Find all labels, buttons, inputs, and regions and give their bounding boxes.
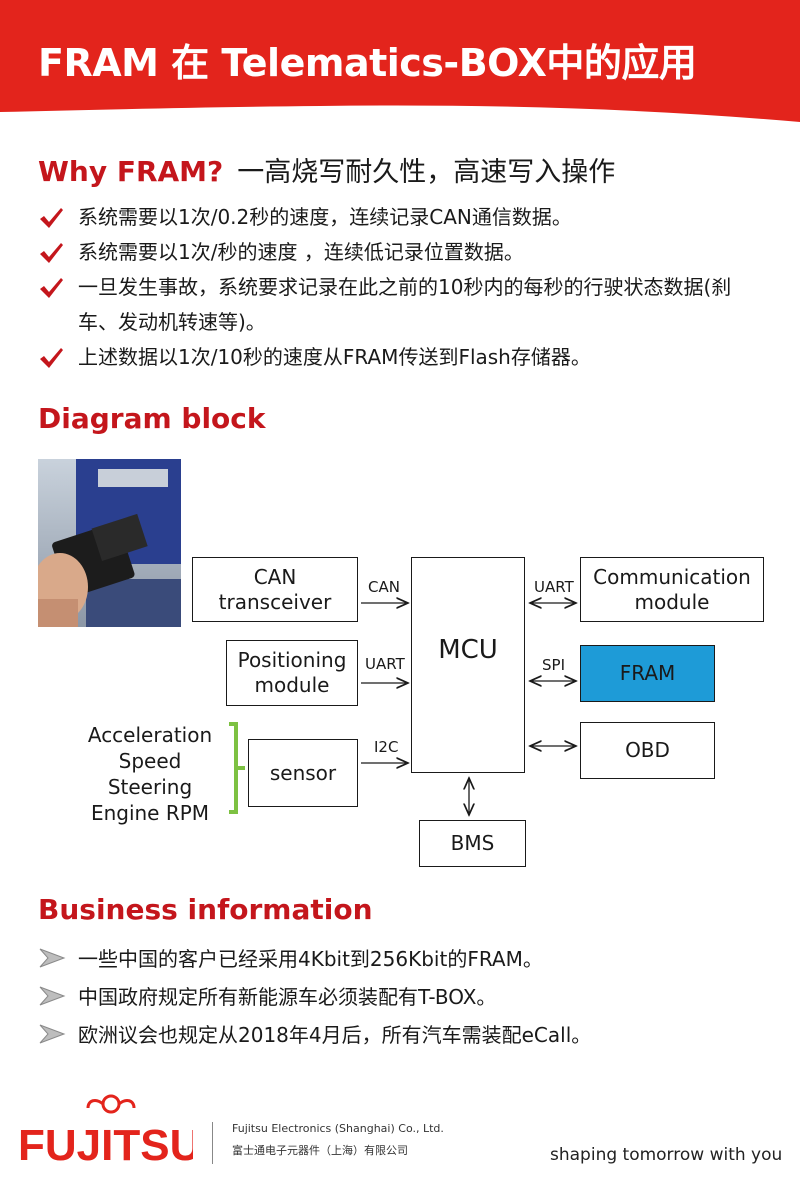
company-name-cn: 富士通电子元器件（上海）有限公司 — [232, 1144, 408, 1157]
signal-label-can: CAN — [368, 578, 400, 596]
checkmark-icon — [40, 208, 63, 228]
footer-divider — [212, 1122, 213, 1164]
sensor-box: sensor — [248, 739, 358, 807]
why-fram-subtitle: 一高烧写耐久性，高速写入操作 — [237, 157, 616, 188]
signal-label-uart-positioning: UART — [365, 655, 405, 673]
positioning-module-box: Positioning module — [226, 640, 358, 706]
slogan: shaping tomorrow with you — [550, 1145, 783, 1165]
list-item-text: 上述数据以1次/10秒的速度从FRAM传送到Flash存储器。 — [78, 345, 591, 369]
why-fram-title: Why FRAM? — [38, 155, 224, 188]
company-info: Fujitsu Electronics (Shanghai) Co., Ltd.… — [232, 1118, 444, 1162]
communication-module-box: Communication module — [580, 557, 764, 622]
sensor-inputs: Acceleration Speed Steering Engine RPM — [80, 722, 220, 826]
input-speed: Speed — [118, 749, 182, 773]
list-item-text: 一旦发生事故，系统要求记录在此之前的10秒内的每秒的行驶状态数据(刹车、发动机转… — [78, 275, 732, 334]
list-item-text: 欧洲议会也规定从2018年4月后，所有汽车需装配eCall。 — [78, 1023, 592, 1047]
checkmark-icon — [40, 243, 63, 263]
checkmark-icon — [40, 278, 63, 298]
signal-label-i2c: I2C — [374, 738, 399, 756]
signal-label-spi: SPI — [542, 656, 565, 674]
list-item: 一旦发生事故，系统要求记录在此之前的10秒内的每秒的行驶状态数据(刹车、发动机转… — [38, 270, 768, 340]
checkmark-icon — [40, 348, 63, 368]
input-steering: Steering — [107, 775, 193, 799]
business-heading: Business information — [38, 893, 373, 926]
bms-box: BMS — [419, 820, 526, 867]
company-name-en: Fujitsu Electronics (Shanghai) Co., Ltd. — [232, 1122, 444, 1135]
list-item: 欧洲议会也规定从2018年4月后，所有汽车需装配eCall。 — [38, 1016, 768, 1054]
list-item-text: 系统需要以1次/0.2秒的速度，连续记录CAN通信数据。 — [78, 205, 572, 229]
input-acceleration: Acceleration — [87, 723, 213, 747]
fram-box: FRAM — [580, 645, 715, 702]
list-item: 系统需要以1次/秒的速度 ，连续低记录位置数据。 — [38, 235, 768, 270]
signal-label-uart-comm: UART — [534, 578, 574, 596]
diagram-arrows — [229, 0, 800, 900]
list-item: 一些中国的客户已经采用4Kbit到256Kbit的FRAM。 — [38, 940, 768, 978]
obd-box: OBD — [580, 722, 715, 779]
list-item: 上述数据以1次/10秒的速度从FRAM传送到Flash存储器。 — [38, 340, 768, 375]
page-title: FRAM 在 Telematics-BOX中的应用 — [38, 41, 697, 85]
list-item: 系统需要以1次/0.2秒的速度，连续记录CAN通信数据。 — [38, 200, 768, 235]
arrow-bullet-icon — [39, 986, 66, 1006]
mcu-box: MCU — [411, 557, 525, 773]
fujitsu-logo-text: FUJITSU — [18, 1121, 193, 1170]
header-banner: FRAM 在 Telematics-BOX中的应用 — [0, 0, 800, 130]
arrow-bullet-icon — [39, 1024, 66, 1044]
header-background — [0, 0, 800, 122]
input-brace — [229, 722, 245, 814]
list-item-text: 系统需要以1次/秒的速度 ，连续低记录位置数据。 — [78, 240, 524, 264]
input-engine-rpm: Engine RPM — [90, 801, 210, 825]
why-fram-list: 系统需要以1次/0.2秒的速度，连续记录CAN通信数据。 系统需要以1次/秒的速… — [38, 200, 768, 375]
fujitsu-logo: FUJITSU — [18, 1094, 193, 1170]
business-list: 一些中国的客户已经采用4Kbit到256Kbit的FRAM。 中国政府规定所有新… — [38, 940, 768, 1054]
telematics-device-photo — [38, 459, 181, 627]
list-item-text: 中国政府规定所有新能源车必须装配有T-BOX。 — [78, 985, 497, 1009]
list-item: 中国政府规定所有新能源车必须装配有T-BOX。 — [38, 978, 768, 1016]
can-transceiver-box: CAN transceiver — [192, 557, 358, 622]
list-item-text: 一些中国的客户已经采用4Kbit到256Kbit的FRAM。 — [78, 947, 543, 971]
diagram-heading: Diagram block — [38, 402, 266, 435]
arrow-bullet-icon — [39, 948, 66, 968]
why-fram-heading: Why FRAM? 一高烧写耐久性，高速写入操作 — [38, 150, 615, 189]
